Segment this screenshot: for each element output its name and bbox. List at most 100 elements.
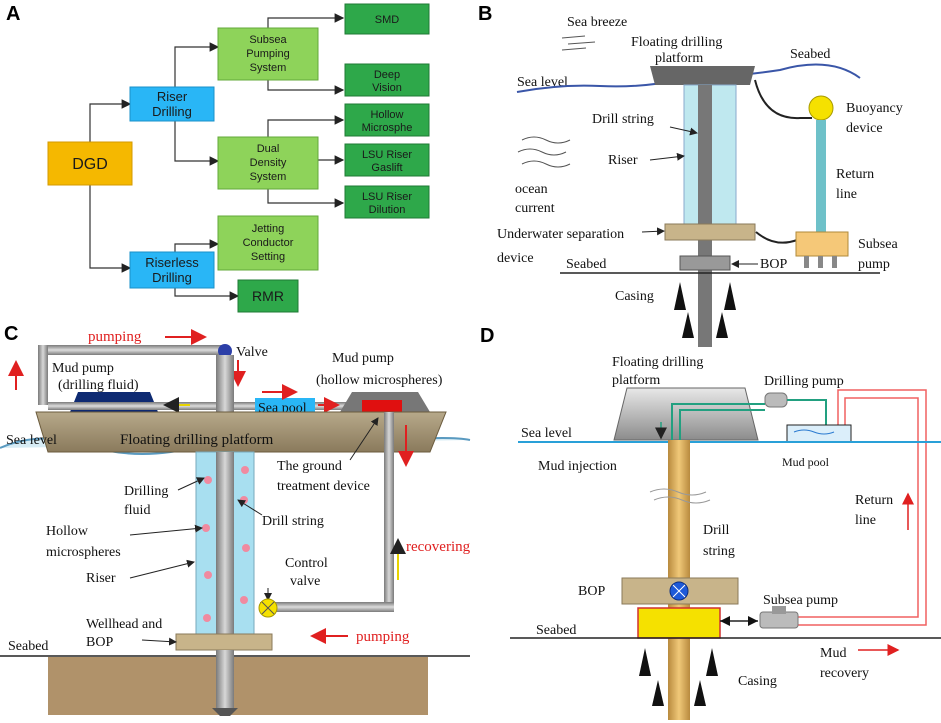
label-casing-b: Casing: [615, 289, 654, 304]
node-subsea-line2: Pumping: [246, 48, 289, 60]
return-lines-d: [798, 389, 927, 626]
label-control-2: valve: [290, 574, 320, 589]
node-smd: [344, 3, 430, 35]
subsea-pump-d: [759, 611, 799, 629]
label-drill-string: Drill string: [592, 112, 654, 127]
subsea-pump-b: [795, 231, 849, 257]
panel-letter-c: C: [4, 323, 18, 345]
panel-b: B Sea breeze Floating drilling platform …: [478, 3, 903, 347]
panel-c: C pumping Valve Mud pump (drilling fluid…: [0, 323, 471, 716]
label-mud-recovery-2: recovery: [820, 666, 869, 681]
node-deep-vision-line2: Vision: [372, 82, 402, 94]
label-sea-level-d: Sea level: [521, 426, 572, 441]
label-drilling-fluid-2: fluid: [124, 503, 150, 518]
label-mud-pump-right-2: (hollow microspheres): [316, 373, 443, 388]
label-floating-1: Floating drilling: [631, 35, 722, 50]
panel-letter-d: D: [480, 325, 494, 347]
node-lsu-dilution: [344, 185, 430, 219]
node-subsea-line3: System: [250, 62, 287, 74]
label-sea-breeze: Sea breeze: [567, 15, 627, 30]
label-return-2: line: [836, 187, 857, 202]
label-ground-1: The ground: [277, 459, 342, 474]
label-mud-pump-left-2: (drilling fluid): [58, 378, 139, 393]
subsea-unit-d: [637, 607, 721, 639]
bop-b: [679, 255, 731, 271]
node-lsu-gaslift: [344, 143, 430, 177]
return-line-pipe: [816, 120, 826, 235]
label-valve: Valve: [236, 345, 268, 360]
pump-legs: [804, 256, 837, 268]
drilling-pump-d: [764, 392, 788, 408]
node-smd-label: SMD: [375, 14, 400, 26]
label-sea-level-c: Sea level: [6, 433, 57, 448]
panel-letter-a: A: [6, 3, 20, 25]
label-hollow-1: Hollow: [46, 524, 89, 539]
floating-platform-c: [35, 411, 447, 453]
node-riserless-drilling: [129, 251, 215, 289]
panel-a: A DGD Riser Drilling Riserless Drilling …: [6, 3, 430, 313]
label-mud-injection: Mud injection: [538, 459, 617, 474]
ground-treatment-device: [362, 400, 402, 414]
label-drill-d-1: Drill: [703, 523, 730, 538]
valve-top: [218, 344, 232, 358]
node-riserless-line1: Riserless: [145, 255, 199, 270]
node-dgd: [47, 141, 133, 186]
label-casing-d: Casing: [738, 674, 777, 689]
label-drill-string-c: Drill string: [262, 514, 324, 529]
label-recovering: recovering: [406, 539, 471, 555]
label-ocean: ocean: [515, 182, 548, 197]
label-floating-d-1: Floating drilling: [612, 355, 703, 370]
floating-platform-d: [613, 387, 759, 441]
node-dual-line2: Density: [250, 157, 287, 169]
label-wellhead-1: Wellhead and: [86, 617, 162, 632]
label-riser: Riser: [608, 153, 638, 168]
node-hollow: [344, 103, 430, 137]
label-seabed-d: Seabed: [536, 623, 576, 638]
node-dual-line3: System: [250, 171, 287, 183]
node-hollow-line2: Microsphe: [362, 122, 413, 134]
label-pumping-top: pumping: [88, 329, 142, 345]
label-ground-2: treatment device: [277, 479, 370, 494]
drill-string-shaft: [698, 85, 712, 347]
current-lines-d: [649, 488, 711, 504]
node-riserless-line2: Drilling: [152, 270, 192, 285]
label-bop-d: BOP: [578, 584, 605, 599]
label-return-d-2: line: [855, 513, 876, 528]
label-return-d-1: Return: [855, 493, 893, 508]
node-riser-drilling: [129, 86, 215, 122]
label-seabed-top: Seabed: [790, 47, 830, 62]
label-mud-pump-right-1: Mud pump: [332, 351, 394, 366]
label-drilling-pump: Drilling pump: [764, 374, 844, 389]
wind-lines: [561, 35, 596, 51]
node-deep-vision: [344, 63, 430, 97]
label-control-1: Control: [285, 556, 328, 571]
node-hollow-line1: Hollow: [370, 109, 403, 121]
node-jetting-line3: Setting: [251, 251, 285, 263]
seabed-ground-c: [48, 657, 428, 715]
label-hollow-2: microspheres: [46, 545, 121, 560]
panel-d: D Floating drilling platform Drilling pu…: [480, 325, 941, 720]
node-dual-density: [217, 136, 319, 190]
wellhead-bop-c: [175, 633, 273, 651]
node-dgd-label: DGD: [72, 156, 108, 173]
node-riser-drilling-line2: Drilling: [152, 104, 192, 119]
node-subsea-pumping: [217, 27, 319, 81]
node-lsu-gaslift-line1: LSU Riser: [362, 149, 412, 161]
label-underwater-1: Underwater separation: [497, 227, 624, 242]
label-buoyancy-1: Buoyancy: [846, 101, 903, 116]
label-current: current: [515, 201, 555, 216]
node-lsu-gaslift-line2: Gaslift: [371, 162, 402, 174]
label-riser-c: Riser: [86, 571, 116, 586]
label-return-1: Return: [836, 167, 874, 182]
label-seabed-b: Seabed: [566, 257, 606, 272]
node-rmr: [237, 279, 299, 313]
top-pipe: [38, 345, 226, 355]
ocean-current-lines: [517, 136, 571, 168]
node-jetting-line2: Conductor: [243, 237, 294, 249]
label-bop-b: BOP: [760, 257, 787, 272]
buoyancy-device: [808, 95, 834, 121]
node-jetting: [217, 215, 319, 271]
label-drilling-fluid-1: Drilling: [124, 484, 168, 499]
label-pumping-bottom: pumping: [356, 629, 410, 645]
